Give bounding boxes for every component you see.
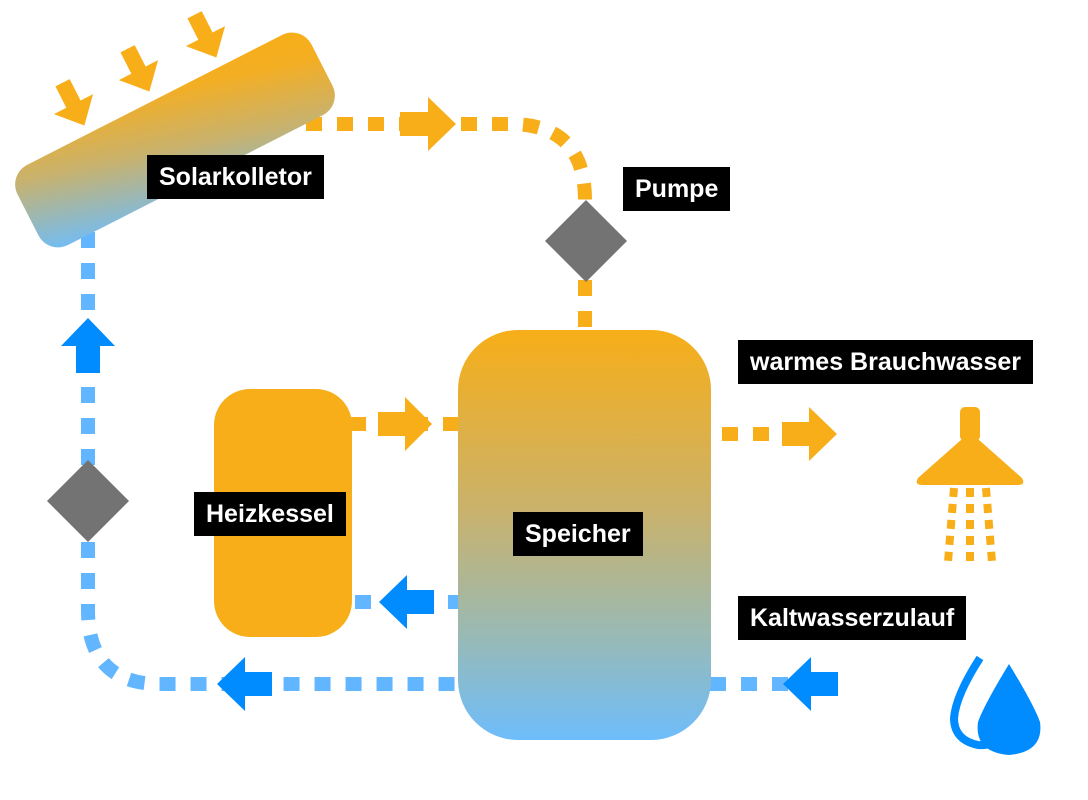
pump-diamond-icon — [544, 199, 628, 283]
sun-ray-arrow-icon — [118, 45, 159, 92]
shower-icon — [916, 407, 1024, 563]
pump-diamond-icon — [46, 459, 130, 543]
collector-to-pump-pipe — [275, 117, 592, 201]
hot-pipes — [275, 117, 790, 441]
sun-ray-arrows — [53, 11, 226, 126]
hot-flow-arrows — [378, 97, 837, 461]
storage-label: Speicher — [513, 512, 643, 556]
sun-ray-arrow-icon — [185, 11, 226, 58]
arrow-left-icon — [783, 657, 838, 711]
water-drops-icon — [950, 655, 1041, 755]
pump-label: Pumpe — [623, 167, 731, 211]
solar-collector — [15, 32, 335, 248]
arrow-left-icon — [379, 575, 434, 629]
arrow-up-icon — [61, 318, 115, 373]
sun-ray-arrow-icon — [53, 79, 94, 126]
arrow-right-icon — [782, 407, 837, 461]
cold-inlet-label: Kaltwasserzulauf — [738, 596, 967, 640]
cold-flow-arrows — [61, 318, 838, 711]
hot-water-label: warmes Brauchwasser — [738, 340, 1033, 384]
arrow-right-icon — [378, 397, 432, 451]
arrow-left-icon — [217, 657, 272, 711]
boiler-label: Heizkessel — [194, 492, 346, 536]
arrow-right-icon — [400, 97, 456, 151]
solar-collector-label: Solarkolletor — [147, 155, 324, 199]
collector-return-pipe — [81, 232, 460, 691]
